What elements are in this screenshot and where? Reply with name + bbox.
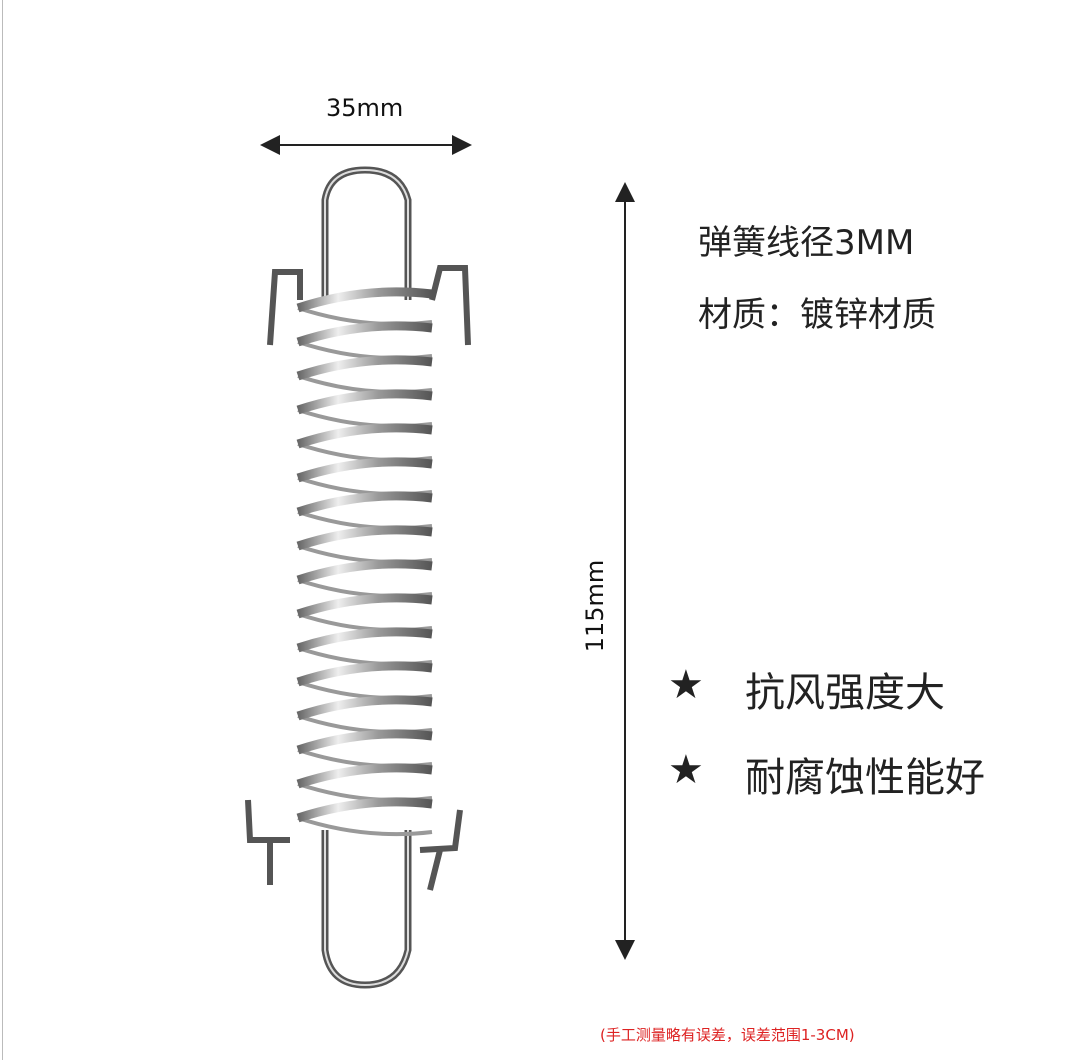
spring-coil-back [297,476,433,497]
star-icon: ★ [668,662,704,708]
top-hooks [267,265,471,346]
spring-coil-back [297,714,433,735]
spring-coil [296,355,433,381]
spring-coil [296,797,433,823]
spring-coil [296,457,433,483]
spring-coil [296,695,433,721]
measurement-note: (手工测量略有误差，误差范围1-3CM) [600,1026,855,1044]
spring-coil-back [297,782,433,803]
spring-coil [296,661,433,687]
spring-coil-back [297,578,433,599]
spring-coil [296,729,433,755]
bottom-hooks [245,799,463,891]
spec-material: 材质：镀锌材质 [698,295,936,335]
spring-coil [296,321,433,347]
spring-coil-back [297,442,433,463]
spring-coil-back [297,612,433,633]
star-icon: ★ [668,747,704,793]
top-eyelet [321,166,412,300]
spring-coil-back [297,408,433,429]
spring-coil [296,627,433,653]
bottom-eyelet [321,830,412,989]
height-label: 115mm [581,559,609,653]
spring-coil-back [297,340,433,361]
spring-coil [296,287,433,313]
spring-coil [296,593,433,619]
spring-coil [296,559,433,585]
feature-wind-resistance: 抗风强度大 [745,670,945,716]
spring-coil-back [297,374,433,395]
feature-corrosion-resistance: 耐腐蚀性能好 [745,755,985,801]
spring-coil [296,389,433,415]
left-border-line [2,0,3,1060]
spring-coil-back [297,816,433,837]
spring-coil [296,423,433,449]
width-label: 35mm [326,94,404,122]
spring-coil-back [297,646,433,667]
spring-coil-back [297,544,433,565]
spring-coil-back [297,680,433,701]
spring-coil-back [297,510,433,531]
spring-coil [296,763,433,789]
spring-coil [296,525,433,551]
spring-coil-back [297,748,433,769]
spring-coil-back [297,306,433,327]
spring-coil [296,491,433,517]
spring-coils [296,287,433,837]
spec-wire-diameter: 弹簧线径3MM [698,223,915,263]
